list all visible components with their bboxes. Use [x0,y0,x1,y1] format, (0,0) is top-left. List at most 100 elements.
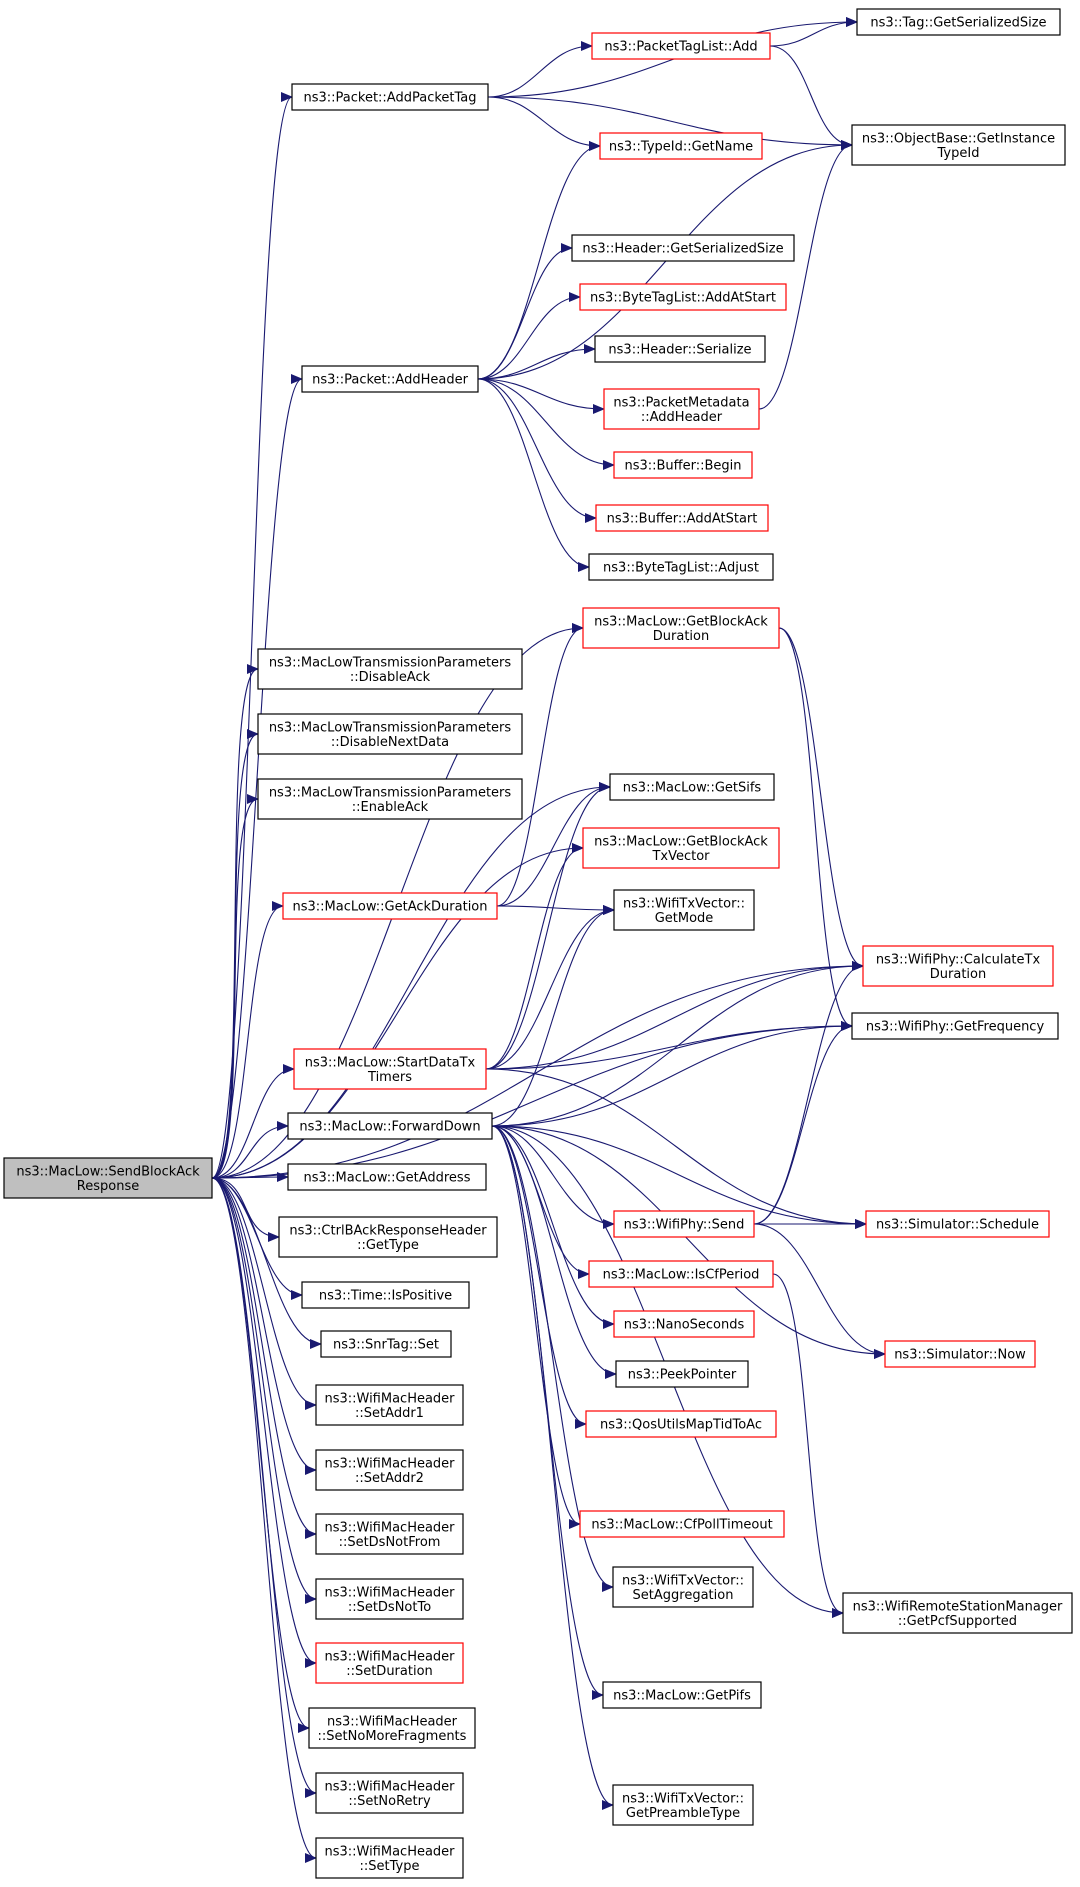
node-simulatorSchedule[interactable]: ns3::Simulator::Schedule [865,1210,1050,1238]
node-headerSerialize[interactable]: ns3::Header::Serialize [594,335,766,363]
node-label: ns3::PeekPointer [628,1368,737,1383]
node-ctrlBAckGetType[interactable]: ns3::CtrlBAckResponseHeader::GetType [278,1216,498,1258]
node-box [612,1566,754,1608]
node-setType[interactable]: ns3::WifiMacHeader::SetType [315,1837,464,1879]
node-box [612,1784,754,1826]
node-label: Duration [653,629,709,644]
node-label: ns3::MacLow::SendBlockAck [16,1164,200,1179]
node-getPifs[interactable]: ns3::MacLow::GetPifs [602,1681,762,1709]
node-packetTagListAdd[interactable]: ns3::PacketTagList::Add [591,32,771,60]
node-cfPollTimeout[interactable]: ns3::MacLow::CfPollTimeout [579,1510,785,1538]
node-packetMetadataAddHeader[interactable]: ns3::PacketMetadata::AddHeader [603,388,760,430]
node-isCfPeriod[interactable]: ns3::MacLow::IsCfPeriod [588,1260,774,1288]
node-setDuration[interactable]: ns3::WifiMacHeader::SetDuration [315,1642,464,1684]
node-box [293,1048,487,1090]
node-setAddr2[interactable]: ns3::WifiMacHeader::SetAddr2 [315,1449,464,1491]
edge-root-to-disableNextData [211,729,259,1179]
edge-packetTagListAdd-to-objectBaseGetInstanceTypeId [769,45,853,150]
node-getSifs[interactable]: ns3::MacLow::GetSifs [609,773,775,801]
node-enableAck[interactable]: ns3::MacLowTransmissionParameters::Enabl… [257,778,523,820]
node-getAckDuration[interactable]: ns3::MacLow::GetAckDuration [282,892,498,920]
node-addPacketTag[interactable]: ns3::Packet::AddPacketTag [291,83,489,111]
node-box [613,1210,755,1238]
node-box [315,1384,464,1426]
edge-forwardDown-to-qosUtilsMapTidToAc [491,1125,587,1429]
node-box [582,607,780,649]
node-box [315,1449,464,1491]
node-label: ns3::MacLow::StartDataTx [305,1055,476,1070]
node-typeIdGetName[interactable]: ns3::TypeId::GetName [599,132,763,160]
node-disableNextData[interactable]: ns3::MacLowTransmissionParameters::Disab… [257,713,523,755]
node-wifiTxVectorGetMode[interactable]: ns3::WifiTxVector::GetMode [613,889,755,931]
node-setNoRetry[interactable]: ns3::WifiMacHeader::SetNoRetry [315,1772,464,1814]
node-label: ns3::Header::GetSerializedSize [582,242,783,257]
node-snrTagSet[interactable]: ns3::SnrTag::Set [320,1330,452,1358]
node-box [315,1642,464,1684]
edge-getAckDuration-to-getSifs [496,782,611,907]
edge-wifiPhySend-to-simulatorNow [753,1223,886,1359]
node-packetAddHeader[interactable]: ns3::Packet::AddHeader [301,365,479,393]
node-label: ns3::Time::IsPositive [319,1289,452,1304]
node-byteTagListAdjust[interactable]: ns3::ByteTagList::Adjust [588,553,774,581]
node-simulatorNow[interactable]: ns3::Simulator::Now [884,1340,1036,1368]
node-box [613,1310,755,1338]
node-box [591,32,771,60]
node-headerGetSerializedSize[interactable]: ns3::Header::GetSerializedSize [571,234,795,262]
node-getPreambleType[interactable]: ns3::WifiTxVector::GetPreambleType [612,1784,754,1826]
node-forwardDown[interactable]: ns3::MacLow::ForwardDown [287,1112,493,1140]
node-getAddress[interactable]: ns3::MacLow::GetAddress [287,1163,487,1191]
node-setNoMoreFragments[interactable]: ns3::WifiMacHeader::SetNoMoreFragments [308,1707,476,1749]
node-label: GetPreambleType [626,1806,740,1821]
node-box [603,388,760,430]
node-peekPointer[interactable]: ns3::PeekPointer [615,1360,749,1388]
node-box [856,8,1061,36]
node-nanoSeconds[interactable]: ns3::NanoSeconds [613,1310,755,1338]
node-box [613,451,753,479]
node-label: ns3::WifiMacHeader [324,1844,455,1859]
edge-startDataTxTimers-to-wifiTxVectorGetMode [485,905,615,1070]
node-setDsNotTo[interactable]: ns3::WifiMacHeader::SetDsNotTo [315,1578,464,1620]
node-tagGetSerializedSize[interactable]: ns3::Tag::GetSerializedSize [856,8,1061,36]
node-box [308,1707,476,1749]
node-label: ::SetNoMoreFragments [318,1729,467,1744]
node-box [594,335,766,363]
node-label: ns3::MacLow::CfPollTimeout [591,1518,772,1533]
node-box [865,1210,1050,1238]
node-bufferAddAtStart[interactable]: ns3::Buffer::AddAtStart [595,504,769,532]
node-byteTagListAddAtStart[interactable]: ns3::ByteTagList::AddAtStart [579,283,787,311]
node-qosUtilsMapTidToAc[interactable]: ns3::QosUtilsMapTidToAc [585,1410,777,1438]
edge-root-to-setAddr2 [211,1177,317,1475]
node-box [287,1112,493,1140]
node-getFrequency[interactable]: ns3::WifiPhy::GetFrequency [851,1012,1059,1040]
node-label: ::GetType [357,1238,419,1253]
edge-root-to-setDsNotFrom [211,1177,317,1539]
node-label: ns3::SnrTag::Set [333,1338,439,1353]
node-label: ns3::MacLow::GetAckDuration [293,900,488,915]
edge-packetAddHeader-to-byteTagListAdjust [477,378,590,572]
node-getPcfSupported[interactable]: ns3::WifiRemoteStationManager::GetPcfSup… [842,1592,1073,1634]
node-setDsNotFrom[interactable]: ns3::WifiMacHeader::SetDsNotFrom [315,1513,464,1555]
edge-wifiPhySend-to-calculateTxDuration [753,961,864,1225]
node-label: ns3::MacLow::GetBlockAck [594,614,768,629]
node-label: ns3::WifiRemoteStationManager [853,1599,1063,1614]
node-disableAck[interactable]: ns3::MacLowTransmissionParameters::Disab… [257,648,523,690]
node-wifiPhySend[interactable]: ns3::WifiPhy::Send [613,1210,755,1238]
node-label: ns3::WifiMacHeader [324,1391,455,1406]
node-box [287,1163,487,1191]
node-label: GetMode [655,911,714,926]
node-box [579,1510,785,1538]
node-label: ns3::ByteTagList::Adjust [603,561,759,576]
edge-startDataTxTimers-to-getFrequency [485,1021,853,1070]
node-timeIsPositive[interactable]: ns3::Time::IsPositive [301,1281,470,1309]
node-setAggregation[interactable]: ns3::WifiTxVector::SetAggregation [612,1566,754,1608]
node-bufferBegin[interactable]: ns3::Buffer::Begin [613,451,753,479]
node-setAddr1[interactable]: ns3::WifiMacHeader::SetAddr1 [315,1384,464,1426]
edge-forwardDown-to-isCfPeriod [491,1125,590,1279]
